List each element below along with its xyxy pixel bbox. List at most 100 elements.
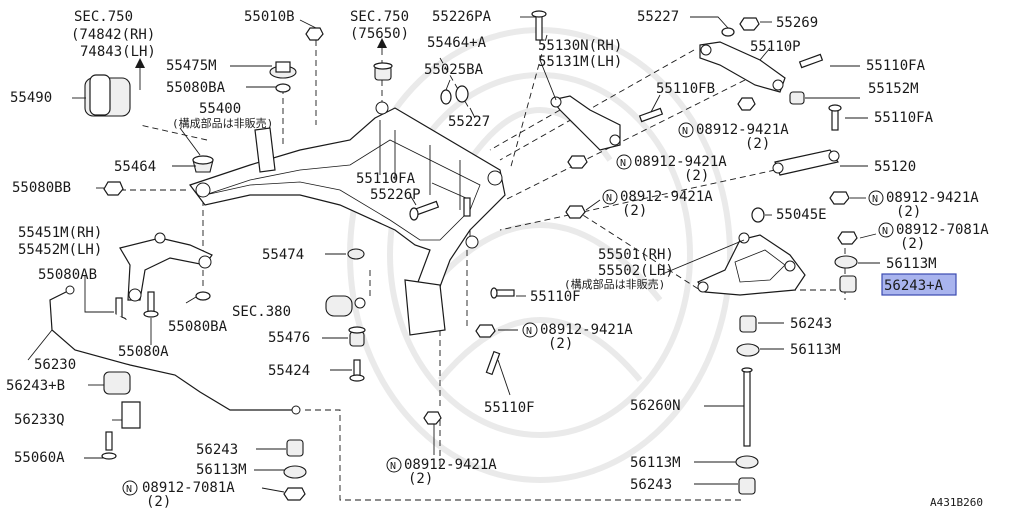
rubber-bushing-55490 <box>84 74 131 117</box>
nut-08912-9421a-link <box>737 97 756 111</box>
n-label-08912-9421a-5: N 08912-9421A (2) <box>522 322 633 352</box>
n-symbol: N <box>882 226 888 237</box>
label-55476: 55476 <box>268 330 310 346</box>
n-symbol: N <box>526 326 532 337</box>
bolt-55110fb <box>638 107 664 123</box>
differential-mount-sec380 <box>325 295 366 317</box>
ref-74843-lh: 74843(LH) <box>80 44 156 60</box>
bushing-56243-right-bottom <box>738 477 756 495</box>
nut-55010b <box>305 27 324 41</box>
label-55110fa-3: 55110FA <box>356 171 416 187</box>
note-not-sold-2: (構成部品は非販売) <box>564 277 665 291</box>
label-08912-7081a-1: 08912-7081A <box>896 222 989 238</box>
arrow-sec750-mid <box>377 38 387 55</box>
dashed-guide-lines <box>120 34 860 501</box>
label-55464: 55464 <box>114 159 156 175</box>
stopper-55474 <box>347 248 365 260</box>
label-56243-2: 56243 <box>196 442 238 458</box>
qty-3: (2) <box>896 204 921 220</box>
bolt-55110fa-right-1 <box>798 53 824 69</box>
nut-08912-9421a-55120 <box>829 191 850 205</box>
nut-08912-7081a-bottom <box>283 487 306 501</box>
label-55060a: 55060A <box>14 450 65 466</box>
section-reference-labels: SEC.750 (74842(RH) 74843(LH) SEC.750 (75… <box>71 9 409 320</box>
n-label-08912-9421a-6: N 08912-9421A (2) <box>386 457 497 487</box>
label-08912-9421a-5: 08912-9421A <box>540 322 633 338</box>
washer-55227-top <box>721 27 735 37</box>
label-56113m-1: 56113M <box>886 256 937 272</box>
label-55269: 55269 <box>776 15 818 31</box>
n-symbol: N <box>126 484 132 495</box>
n-symbol: N <box>390 461 396 472</box>
label-08912-9421a-3: 08912-9421A <box>886 190 979 206</box>
ref-75650: (75650) <box>350 26 409 42</box>
label-55464a: 55464+A <box>427 35 487 51</box>
label-55080ba-bottom: 55080BA <box>168 319 228 335</box>
arrow-sec750-left <box>135 58 145 90</box>
link-55120 <box>772 149 840 176</box>
bushing-55476 <box>348 326 366 347</box>
standard-part-labels: N 08912-9421A (2) N 08912-9421A (2) N 08… <box>122 122 989 510</box>
n-symbol: N <box>620 158 626 169</box>
nut-55269 <box>739 17 760 31</box>
label-56113m-3: 56113M <box>196 462 247 478</box>
nut-08912-9421a-mid <box>565 205 586 219</box>
label-56260n: 56260N <box>630 398 681 414</box>
rod-56260n <box>741 367 753 447</box>
diagram-reference-code: A431B260 <box>930 496 983 509</box>
label-55226pa: 55226PA <box>432 9 492 25</box>
sec750-ref-left: SEC.750 <box>74 9 133 25</box>
label-55452m: 55452M(LH) <box>18 242 102 258</box>
label-55080ba-top: 55080BA <box>166 80 226 96</box>
clamp-56233q <box>121 401 141 429</box>
bolt-55110f-upper <box>490 287 515 299</box>
qty-2: (2) <box>684 168 709 184</box>
qty-6: (2) <box>548 336 573 352</box>
bolt-55110f-lower <box>485 350 501 376</box>
label-56113m-2: 56113M <box>790 342 841 358</box>
label-56243a[interactable]: 56243+A <box>884 278 944 294</box>
label-55110p: 55110P <box>750 39 801 55</box>
n-label-08912-9421a-4: N 08912-9421A (2) <box>602 189 713 219</box>
qty-7: (2) <box>408 471 433 487</box>
label-55080ab: 55080AB <box>38 267 97 283</box>
label-55226p: 55226P <box>370 187 421 203</box>
n-label-08912-9421a-3: N 08912-9421A (2) <box>868 190 979 220</box>
mount-insulator-55475m <box>269 61 297 79</box>
nut-08912-9421a-center <box>475 324 496 338</box>
bolt-55110fa-right-2 <box>828 104 842 131</box>
label-56230: 56230 <box>34 357 76 373</box>
label-55501: 55501(RH) <box>598 247 674 263</box>
stabilizer-bar-56230 <box>49 285 301 415</box>
label-55010b: 55010B <box>244 9 295 25</box>
nut-08912-7081a-right <box>837 231 858 245</box>
label-55130n: 55130N(RH) <box>538 38 622 54</box>
mount-55464a <box>373 62 393 81</box>
upper-arm-55130n <box>550 95 621 151</box>
lower-arm-55501 <box>697 232 806 296</box>
sec750-ref-mid: SEC.750 <box>350 9 409 25</box>
qty-5: (2) <box>900 236 925 252</box>
washer-55025ba <box>440 85 469 105</box>
bushing-56243-bottom <box>286 439 304 457</box>
label-55400: 55400 <box>199 101 241 117</box>
label-08912-7081a-2: 08912-7081A <box>142 480 235 496</box>
label-55424: 55424 <box>268 363 310 379</box>
label-55490: 55490 <box>10 90 52 106</box>
note-not-sold-1: (構成部品は非販売) <box>172 116 273 130</box>
label-55474: 55474 <box>262 247 304 263</box>
nut-08912-9421a-upper-arm <box>567 155 588 169</box>
highlighted-part-56243a[interactable]: 56243+A <box>881 273 957 296</box>
bushing-56243b <box>103 371 131 395</box>
bushing-56243-right <box>739 315 757 333</box>
label-55120: 55120 <box>874 159 916 175</box>
label-55080bb: 55080BB <box>12 180 71 196</box>
lateral-link-55451m <box>119 232 213 302</box>
stopper-55464 <box>192 155 214 173</box>
qty-1: (2) <box>745 136 770 152</box>
label-55025ba: 55025BA <box>424 62 484 78</box>
bushing-55152m <box>789 91 805 105</box>
sec380-ref: SEC.380 <box>232 304 291 320</box>
label-56243-3: 56243 <box>630 477 672 493</box>
n-label-08912-9421a-1: N 08912-9421A (2) <box>678 122 789 152</box>
